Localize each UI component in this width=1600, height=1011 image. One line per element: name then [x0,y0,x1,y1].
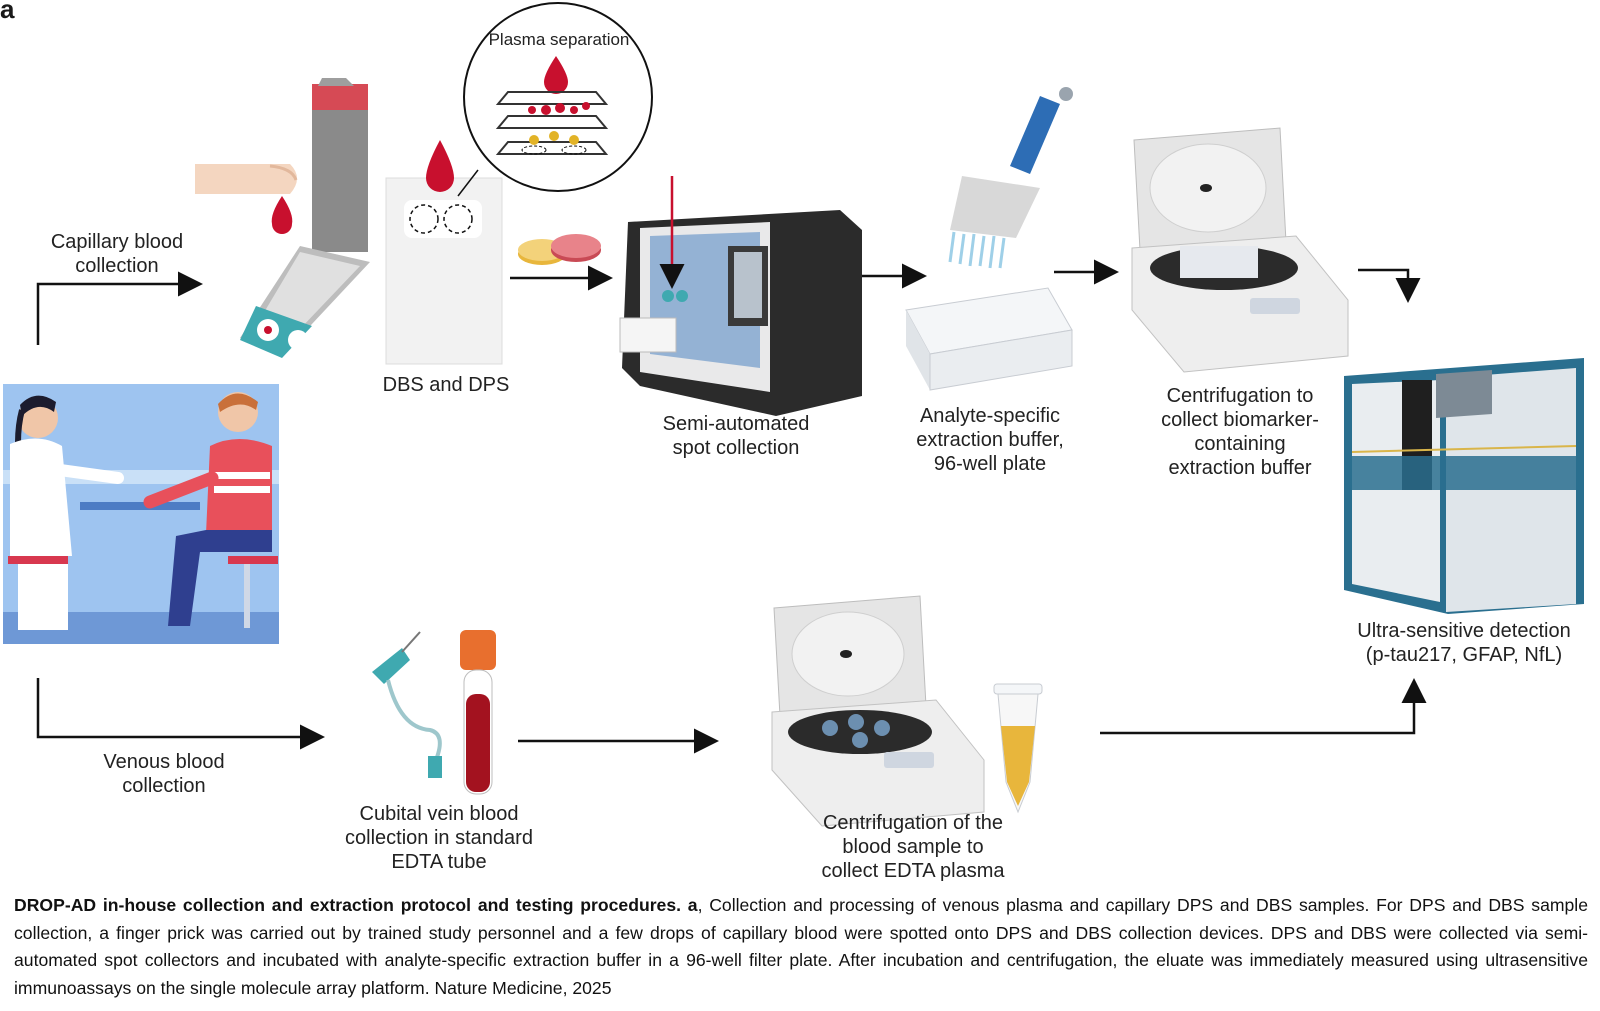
clinic-scene-illustration [3,384,279,644]
dbs-card-device-illustration [240,78,370,358]
label-centrifugation-bottom: Centrifugation of the blood sample to co… [821,812,1005,882]
finger-prick-illustration [195,78,370,358]
label-cubital-vein-collection: Cubital vein blood collection in standar… [345,803,533,873]
arrow-to-venous [36,678,325,750]
dbs-dps-card-illustration [385,140,503,365]
caption-panel-letter: a [687,895,698,915]
panel-letter: a [0,0,15,24]
plasma-separation-inset [463,2,653,192]
96-well-plate-illustration [905,287,1073,391]
plasma-microtube-illustration [993,683,1043,814]
caption-text: , Collection and processing of venous pl… [14,895,1588,998]
label-venous-blood-collection: Venous blood collection [103,751,225,797]
label-capillary-blood-collection: Capillary blood collection [50,231,184,277]
label-centrifugation-top: Centrifugation to collect biomarker- con… [1161,385,1319,479]
label-semi-automated-spot-collection: Semi-automated spot collection [662,413,810,459]
arrow-to-capillary [36,271,203,345]
multichannel-pipette-illustration [948,87,1073,269]
punched-discs-illustration [518,234,601,265]
arrow-plasma-to-detector [1100,678,1427,735]
label-ultra-sensitive-detection: Ultra-sensitive detection (p-tau217, GFA… [1357,620,1571,666]
label-analyte-extraction-buffer: Analyte-specific extraction buffer, 96-w… [916,405,1064,475]
centrifuge-top-illustration [1131,127,1349,373]
spot-collector-instrument-illustration [619,176,862,416]
workflow-diagram [3,2,1584,827]
label-dbs-and-dps: DBS and DPS [382,374,510,396]
label-plasma-separation: Plasma separation [488,30,630,49]
caption-title: DROP-AD in-house collection and extracti… [14,895,681,915]
flow-arrows [36,259,1427,754]
arrow-centrifuge-to-detector [1358,268,1421,303]
butterfly-needle-illustration [372,631,442,778]
figure-caption: DROP-AD in-house collection and extracti… [14,892,1588,1002]
edta-tube-illustration [460,630,496,795]
centrifuge-bottom-illustration [771,595,985,827]
detection-instrument-illustration [1344,358,1584,614]
